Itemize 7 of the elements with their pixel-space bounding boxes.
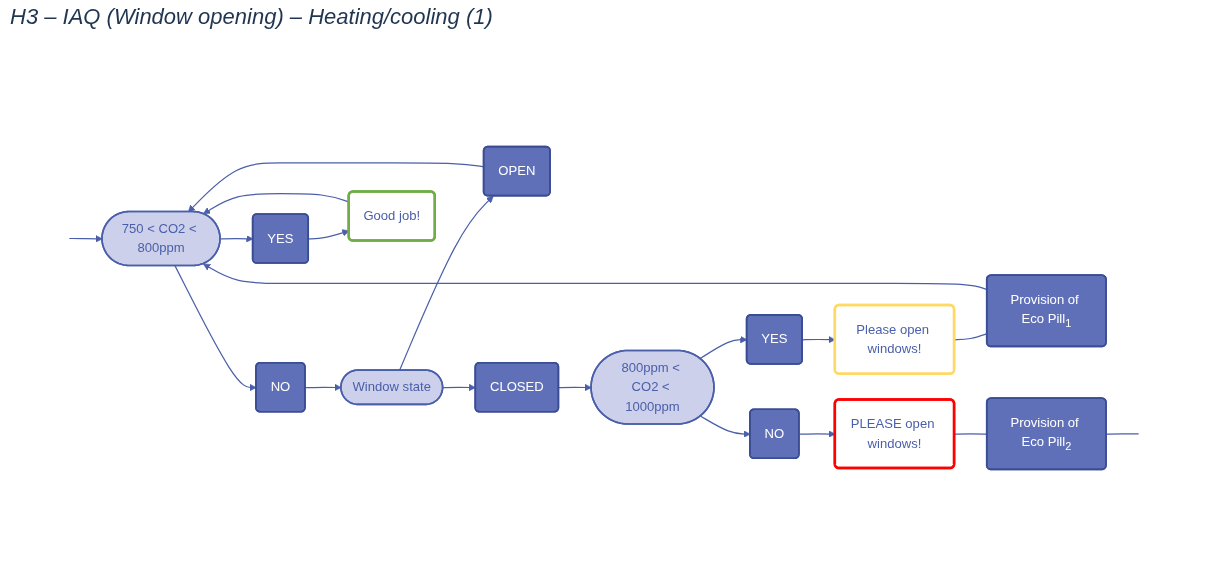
arrow: [558, 383, 592, 392]
connector: [1105, 433, 1140, 435]
diagram-title: H3 – IAQ (Window opening) – Heating/cooling (1): [10, 4, 493, 30]
arrow: [442, 383, 476, 392]
arrow: [304, 383, 342, 392]
arrow: [68, 235, 103, 243]
arrow: [398, 195, 494, 372]
